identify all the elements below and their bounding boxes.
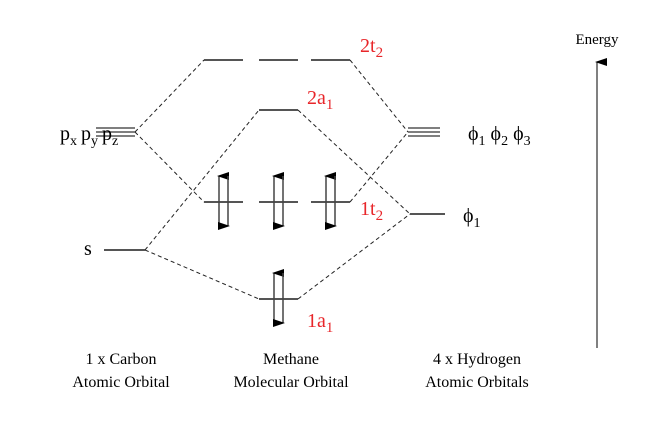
- electron-pairs: [217, 172, 337, 327]
- carbon-p-levels: [96, 127, 135, 137]
- caption-methane-line2: Molecular Orbital: [233, 374, 349, 391]
- caption-hydrogen-line2: Atomic Orbitals: [425, 374, 529, 391]
- correlation-lines: [134, 59, 411, 300]
- energy-label: Energy: [575, 32, 619, 48]
- caption-methane-line1: Methane: [263, 351, 319, 368]
- label-1a1: 1a1: [307, 310, 333, 336]
- caption-carbon-line2: Atomic Orbital: [72, 374, 170, 391]
- label-2a1: 2a1: [307, 87, 333, 113]
- caption-carbon-line1: 1 x Carbon: [85, 351, 156, 368]
- label-2t2: 2t2: [360, 35, 383, 61]
- label-s: s: [84, 238, 92, 260]
- hydrogen-triple-levels: [408, 127, 440, 137]
- label-1t2: 1t2: [360, 198, 383, 224]
- label-phi-1: ϕ1: [463, 205, 481, 231]
- caption-hydrogen-line1: 4 x Hydrogen: [433, 351, 521, 368]
